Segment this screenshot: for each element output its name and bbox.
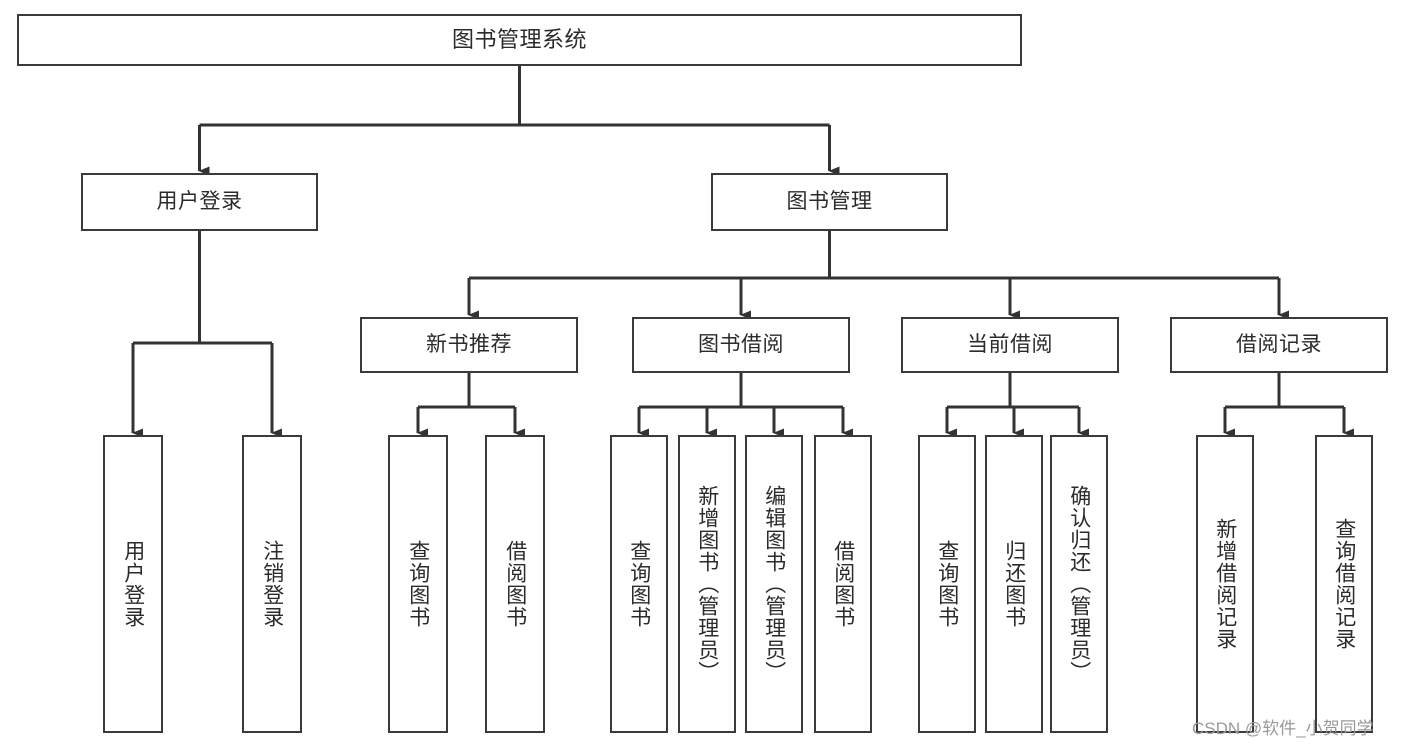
- node-label: 确认归还（管理员）: [1067, 485, 1091, 683]
- node-label: 查询图书: [406, 540, 430, 628]
- node-label: 查询图书: [627, 540, 651, 628]
- node-leaf-query-borrow-record[interactable]: 查询借阅记录: [1315, 435, 1373, 733]
- node-leaf-query-book-3[interactable]: 查询图书: [918, 435, 976, 733]
- node-label: 查询图书: [935, 540, 959, 628]
- node-label: 归还图书: [1002, 540, 1026, 628]
- node-leaf-return-book[interactable]: 归还图书: [985, 435, 1043, 733]
- node-leaf-query-book-1[interactable]: 查询图书: [388, 435, 448, 733]
- node-label: 用户登录: [121, 540, 145, 628]
- node-leaf-query-book-2[interactable]: 查询图书: [610, 435, 668, 733]
- node-label: 图书借阅: [698, 333, 784, 357]
- node-label: 借阅图书: [831, 540, 855, 628]
- node-leaf-edit-book[interactable]: 编辑图书（管理员）: [745, 435, 803, 733]
- node-label: 注销登录: [260, 540, 284, 628]
- node-label: 查询借阅记录: [1332, 518, 1356, 650]
- node-leaf-add-book[interactable]: 新增图书（管理员）: [678, 435, 736, 733]
- node-leaf-user-login[interactable]: 用户登录: [103, 435, 163, 733]
- node-leaf-confirm-return[interactable]: 确认归还（管理员）: [1050, 435, 1108, 733]
- node-book-borrow[interactable]: 图书借阅: [632, 317, 850, 373]
- node-label: 图书管理: [786, 190, 873, 214]
- node-label: 图书管理系统: [451, 26, 587, 52]
- node-leaf-borrow-book-1[interactable]: 借阅图书: [485, 435, 545, 733]
- node-label: 新增图书（管理员）: [695, 485, 719, 683]
- node-label: 编辑图书（管理员）: [762, 485, 786, 683]
- node-label: 当前借阅: [967, 333, 1053, 357]
- node-leaf-borrow-book-2[interactable]: 借阅图书: [814, 435, 872, 733]
- node-label: 新增借阅记录: [1213, 518, 1237, 650]
- node-leaf-user-logout[interactable]: 注销登录: [242, 435, 302, 733]
- node-user-login[interactable]: 用户登录: [81, 173, 318, 231]
- csdn-watermark: CSDN @软件_小贺同学: [1192, 719, 1374, 738]
- node-leaf-add-borrow-record[interactable]: 新增借阅记录: [1196, 435, 1254, 733]
- node-borrow-record[interactable]: 借阅记录: [1170, 317, 1388, 373]
- node-current-borrow[interactable]: 当前借阅: [901, 317, 1119, 373]
- node-label: 借阅记录: [1236, 333, 1322, 357]
- node-label: 用户登录: [156, 190, 243, 214]
- node-label: 借阅图书: [503, 540, 527, 628]
- node-new-book-recommend[interactable]: 新书推荐: [360, 317, 578, 373]
- node-root[interactable]: 图书管理系统: [17, 14, 1022, 66]
- node-label: 新书推荐: [426, 333, 512, 357]
- node-book-manage[interactable]: 图书管理: [711, 173, 948, 231]
